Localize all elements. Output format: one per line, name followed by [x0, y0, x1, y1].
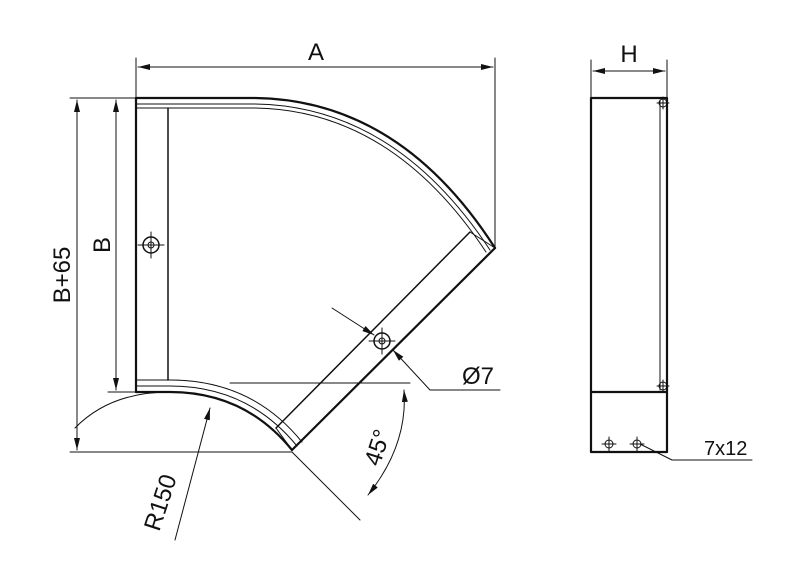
dimension-h-label: H [620, 41, 637, 68]
hole-diagonal [368, 327, 396, 355]
elbow-left-wall-inner2 [135, 107, 169, 381]
slot-left [601, 436, 617, 452]
elbow-outer-curve [134, 96, 497, 250]
dimension-slot: 7x12 [639, 438, 753, 461]
dimension-b65-label: B+65 [49, 247, 76, 304]
dimension-b-label: B [89, 237, 116, 253]
dimension-d7-label: Ø7 [462, 363, 494, 390]
dimension-r150-label: R150 [139, 471, 182, 534]
dimension-b: B [89, 97, 137, 393]
dimension-angle-label: 45° [359, 426, 396, 469]
dimension-h: H [590, 41, 668, 99]
slot-right [629, 436, 645, 452]
side-view-lower-part [589, 390, 669, 454]
elbow-inner-curve-inner [135, 385, 298, 447]
dimension-b65: B+65 [49, 97, 293, 453]
side-view [589, 96, 670, 454]
dimension-a: A [135, 39, 496, 249]
side-hole-top [656, 96, 670, 110]
elbow-end-face-inner [275, 231, 471, 429]
side-view-body [589, 96, 669, 394]
dimension-a-label: A [308, 39, 324, 66]
elbow-end-face-cap [275, 231, 496, 451]
elbow-inner-curve [134, 390, 294, 452]
dimension-r150: R150 [74, 391, 211, 541]
dimension-d7: Ø7 [331, 307, 501, 391]
dimension-slot-label: 7x12 [704, 438, 747, 460]
elbow-end-face [290, 246, 497, 452]
side-hole-bottom [656, 379, 670, 393]
elbow-outer-curve-inner [135, 103, 491, 251]
hole-left [137, 231, 165, 259]
elbow-inner-curve-inner2 [135, 379, 303, 443]
elbow-outer-curve-inner2 [135, 107, 487, 253]
elbow-view [134, 96, 497, 452]
